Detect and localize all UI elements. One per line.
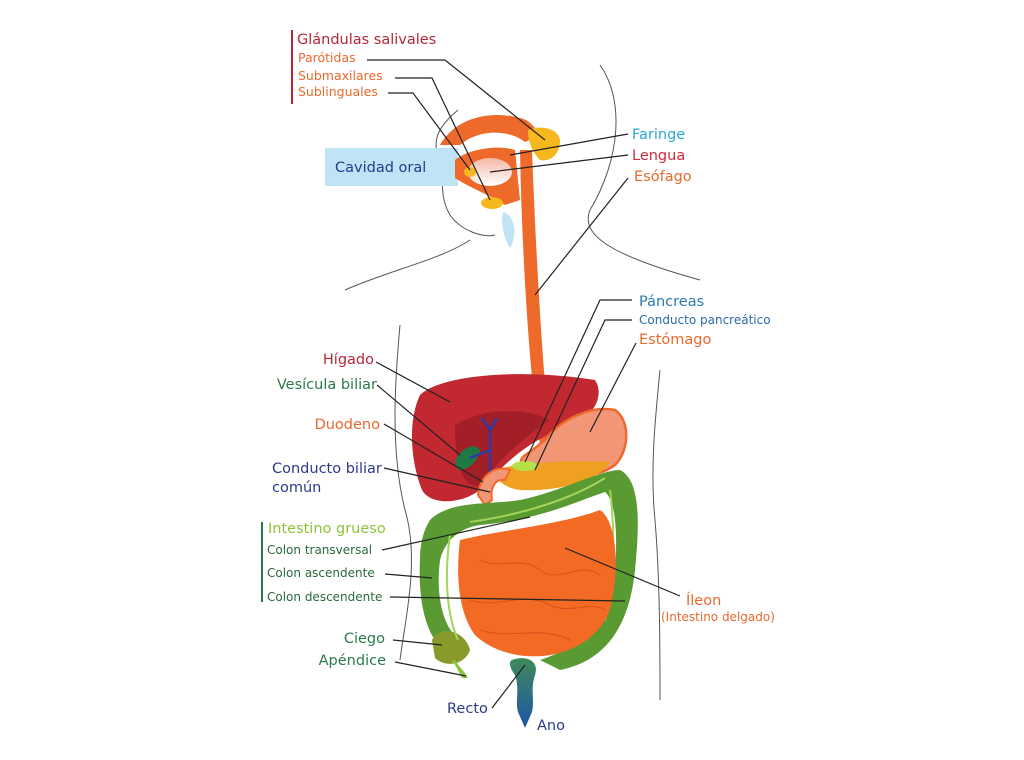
label-submaxillary: Submaxilares	[298, 68, 383, 83]
oral-cavity-highlight	[325, 148, 458, 186]
label-pancreatic-duct: Conducto pancreático	[639, 313, 771, 327]
label-duodenum: Duodeno	[315, 417, 381, 433]
body-outline	[344, 64, 701, 701]
label-pharynx: Faringe	[632, 127, 685, 143]
label-common-bile-duct-2: común	[272, 480, 321, 496]
duodenum	[476, 467, 512, 507]
label-descending-colon: Colon descendente	[267, 590, 382, 604]
label-appendix: Apéndice	[319, 653, 386, 669]
leader-lines	[261, 30, 681, 709]
gallbladder	[455, 446, 480, 470]
esophagus	[520, 150, 555, 445]
label-cecum: Ciego	[344, 631, 385, 647]
label-ileum: Íleon	[686, 592, 721, 609]
label-stomach: Estómago	[639, 332, 711, 348]
label-gallbladder: Vesícula biliar	[277, 377, 377, 393]
label-pancreas: Páncreas	[639, 294, 704, 310]
label-anus: Ano	[537, 718, 565, 734]
large-intestine	[419, 470, 638, 670]
parotid-gland	[528, 127, 560, 161]
label-oral-cavity: Cavidad oral	[335, 160, 426, 176]
label-tongue: Lengua	[632, 148, 685, 164]
label-liver: Hígado	[323, 352, 374, 368]
label-parotid: Parótidas	[298, 50, 356, 65]
label-small-intestine: (Intestino delgado)	[661, 610, 775, 624]
label-salivary-glands: Glándulas salivales	[297, 32, 436, 48]
sublingual-gland	[464, 167, 476, 177]
label-common-bile-duct: Conducto biliar	[272, 461, 382, 477]
label-large-intestine: Intestino grueso	[268, 521, 386, 537]
label-sublingual: Sublinguales	[298, 84, 378, 99]
label-rectum: Recto	[447, 701, 488, 717]
label-esophagus: Esófago	[634, 169, 692, 185]
labels: Glándulas salivales Parótidas Submaxilar…	[267, 32, 775, 734]
appendix	[452, 660, 468, 678]
label-transverse-colon: Colon transversal	[267, 543, 372, 557]
mouth-organs	[440, 115, 560, 248]
submaxillary-gland	[481, 197, 503, 209]
small-intestine	[458, 510, 616, 657]
label-ascending-colon: Colon ascendente	[267, 566, 375, 580]
